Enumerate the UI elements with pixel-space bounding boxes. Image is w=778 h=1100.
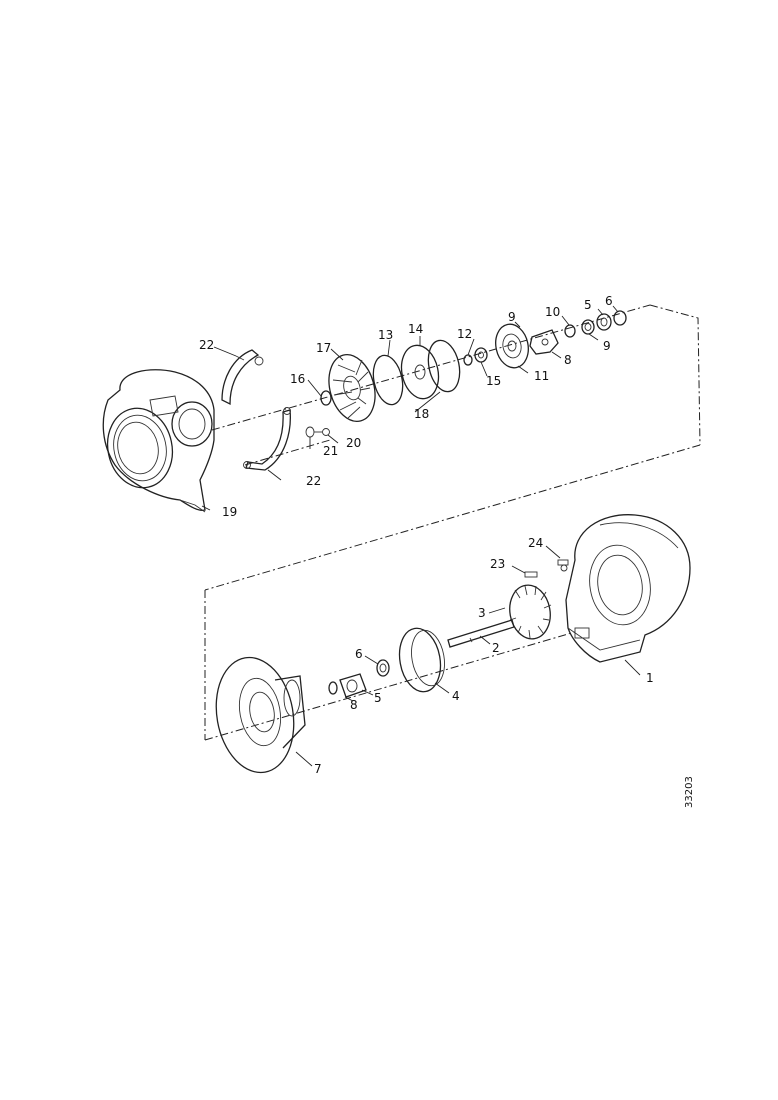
- clamp-half-lower: [243, 407, 291, 471]
- callout-9-lower-right: 9: [603, 339, 611, 353]
- callout-8-upper: 8: [564, 353, 572, 367]
- callout-22-upper: 22: [199, 338, 214, 352]
- upper-small-rings: [564, 310, 627, 338]
- heat-shield: [398, 627, 445, 693]
- callout-6-upper: 6: [605, 294, 613, 308]
- diffuser-plate: [400, 344, 440, 400]
- callout-24: 24: [528, 536, 543, 550]
- large-o-ring: [427, 339, 461, 393]
- callout-20: 20: [346, 436, 361, 450]
- callout-7: 7: [314, 762, 322, 776]
- clamp-half-upper: [221, 349, 264, 406]
- callout-2: 2: [492, 641, 500, 655]
- figure-number: 33203: [684, 776, 695, 808]
- callout-17: 17: [316, 341, 331, 355]
- turbine-wheel-shaft: [447, 584, 552, 648]
- callout-labels: 22 17 16 21 20 22 19 13 14 18 12 15 11 8…: [199, 294, 654, 776]
- compressor-nut: [320, 390, 332, 406]
- callout-13: 13: [378, 328, 393, 342]
- seal-plate: [495, 323, 529, 369]
- callout-19: 19: [222, 505, 237, 519]
- callout-10: 10: [545, 305, 560, 319]
- callout-5-upper: 5: [584, 298, 592, 312]
- callout-8-lower: 8: [350, 698, 358, 712]
- callout-9-upper: 9: [508, 310, 516, 324]
- o-ring: [372, 354, 404, 406]
- compressor-housing: [102, 369, 215, 513]
- leader-lines: [201, 305, 641, 767]
- callout-1: 1: [646, 671, 654, 685]
- callout-22-lower: 22: [306, 474, 321, 488]
- thrust-bearing: [529, 329, 559, 355]
- assembly-axis-lines: [204, 304, 701, 741]
- callout-16: 16: [290, 372, 305, 386]
- callout-18: 18: [414, 407, 429, 421]
- compressor-wheel: [328, 354, 376, 422]
- callout-15: 15: [486, 374, 501, 388]
- bearing-housing: [215, 656, 306, 774]
- seal-ring-and-sleeve: [463, 347, 488, 366]
- callout-6-lower: 6: [355, 647, 363, 661]
- lower-bearing-rings: [328, 659, 390, 698]
- callout-21: 21: [323, 444, 338, 458]
- callout-4: 4: [452, 689, 460, 703]
- turbine-housing: [565, 514, 691, 663]
- callout-3: 3: [478, 606, 486, 620]
- small-ring-and-screw: [305, 426, 330, 438]
- callout-23: 23: [490, 557, 505, 571]
- callout-11: 11: [534, 369, 549, 383]
- callout-5-lower: 5: [374, 691, 382, 705]
- turbine-bolts: [524, 559, 569, 578]
- callout-14: 14: [408, 322, 423, 336]
- callout-12: 12: [457, 327, 472, 341]
